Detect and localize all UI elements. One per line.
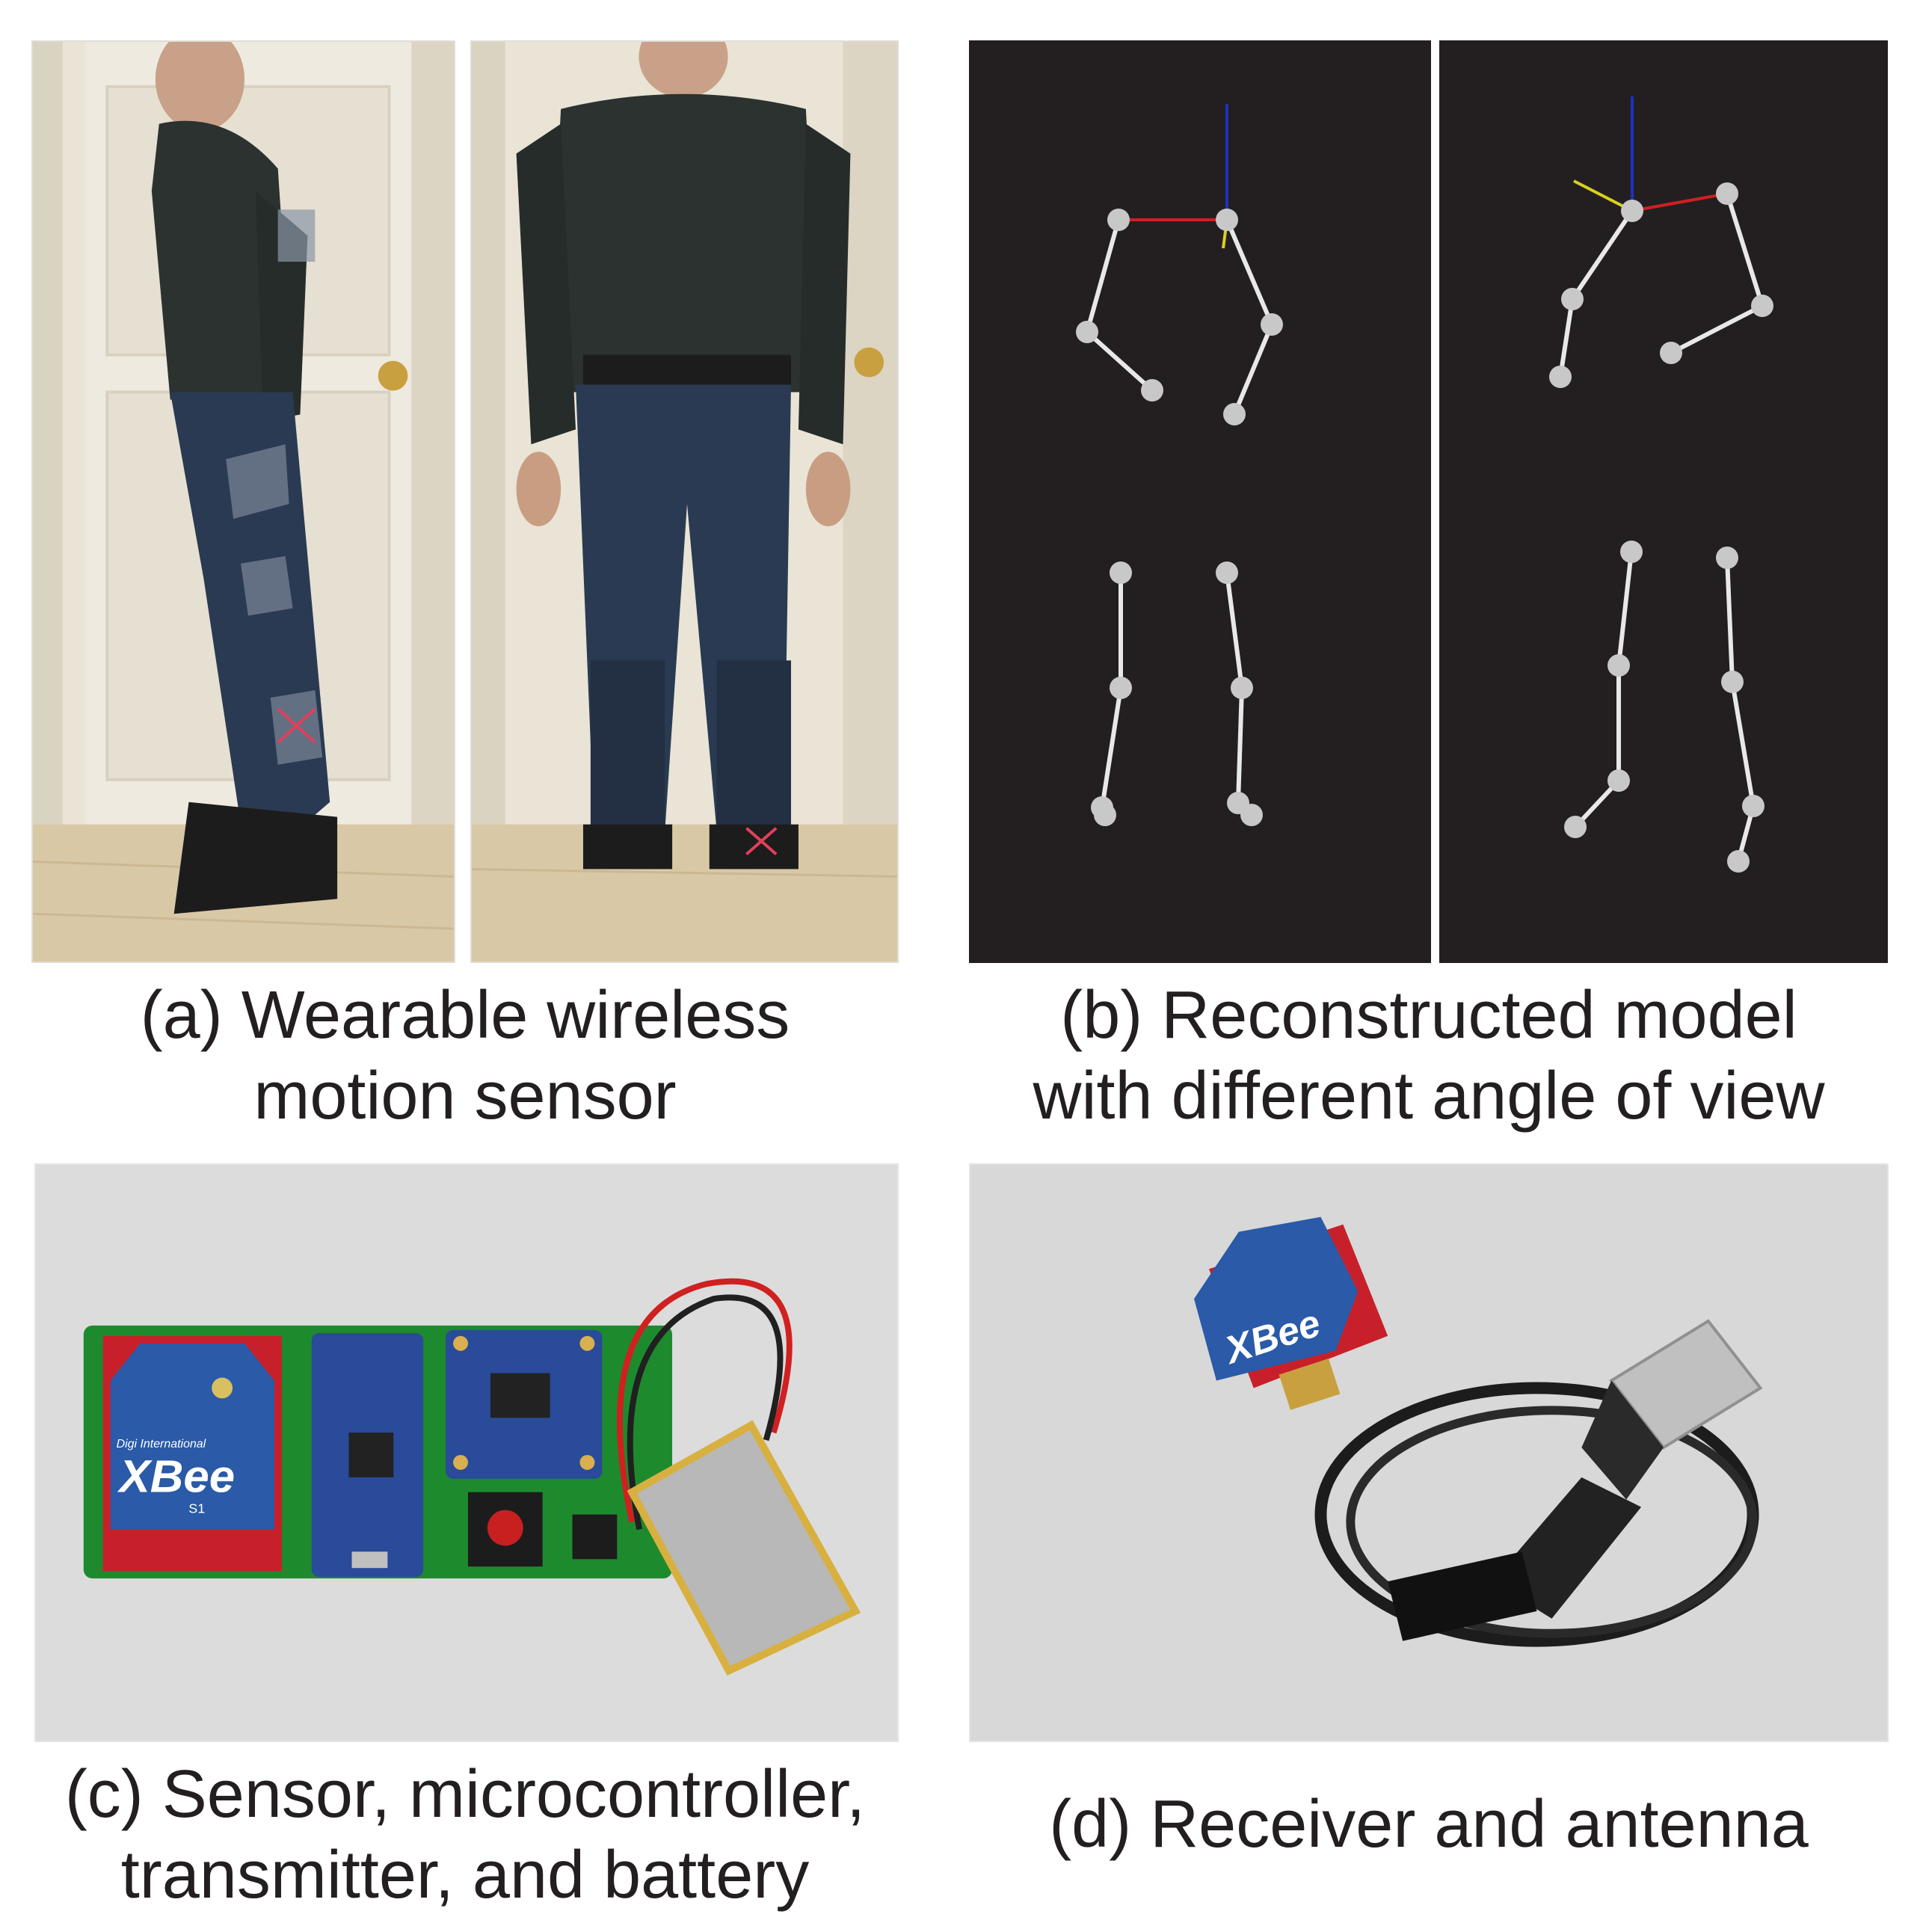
caption-b: (b) Reconstructed model with different a… bbox=[969, 975, 1889, 1136]
caption-d: (d) Receiver and antenna bbox=[969, 1784, 1889, 1865]
caption-c-line2: transmitter, and battery bbox=[120, 1838, 810, 1913]
caption-c: (c) Sensor, microcontroller, transmitter… bbox=[31, 1754, 899, 1916]
photo-receiver-antenna: XBee bbox=[969, 1163, 1889, 1742]
photo-front-view bbox=[470, 40, 899, 963]
caption-d-line1: (d) Receiver and antenna bbox=[1049, 1787, 1809, 1862]
xbee-brand-text: XBee bbox=[117, 1451, 236, 1503]
xbee-series-text: S1 bbox=[188, 1501, 205, 1516]
photo-sensor-board: Digi International XBee S1 bbox=[34, 1163, 899, 1742]
skeleton-view-rotated bbox=[1439, 40, 1888, 963]
caption-a-line2: motion sensor bbox=[253, 1059, 677, 1133]
caption-c-line1: (c) Sensor, microcontroller, bbox=[64, 1757, 866, 1832]
xbee-digi-text: Digi International bbox=[117, 1438, 206, 1450]
caption-a-line1: (a) Wearable wireless bbox=[140, 978, 790, 1053]
caption-a: (a) Wearable wireless motion sensor bbox=[31, 975, 899, 1136]
caption-b-line2: with different angle of view bbox=[1033, 1059, 1825, 1133]
photo-side-view bbox=[31, 40, 455, 963]
skeleton-view-front bbox=[969, 40, 1431, 963]
caption-b-line1: (b) Reconstructed model bbox=[1060, 978, 1797, 1053]
